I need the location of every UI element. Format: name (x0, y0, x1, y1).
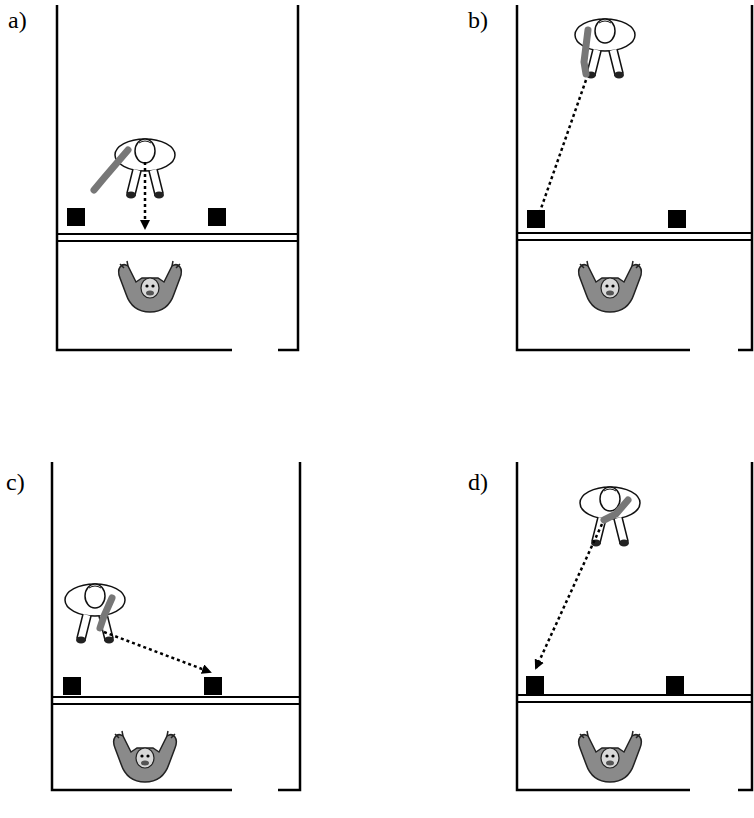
panel-label: b) (468, 8, 488, 32)
panel-label: c) (6, 470, 25, 494)
panel-label: a) (8, 8, 27, 32)
panel-label: d) (468, 470, 488, 494)
